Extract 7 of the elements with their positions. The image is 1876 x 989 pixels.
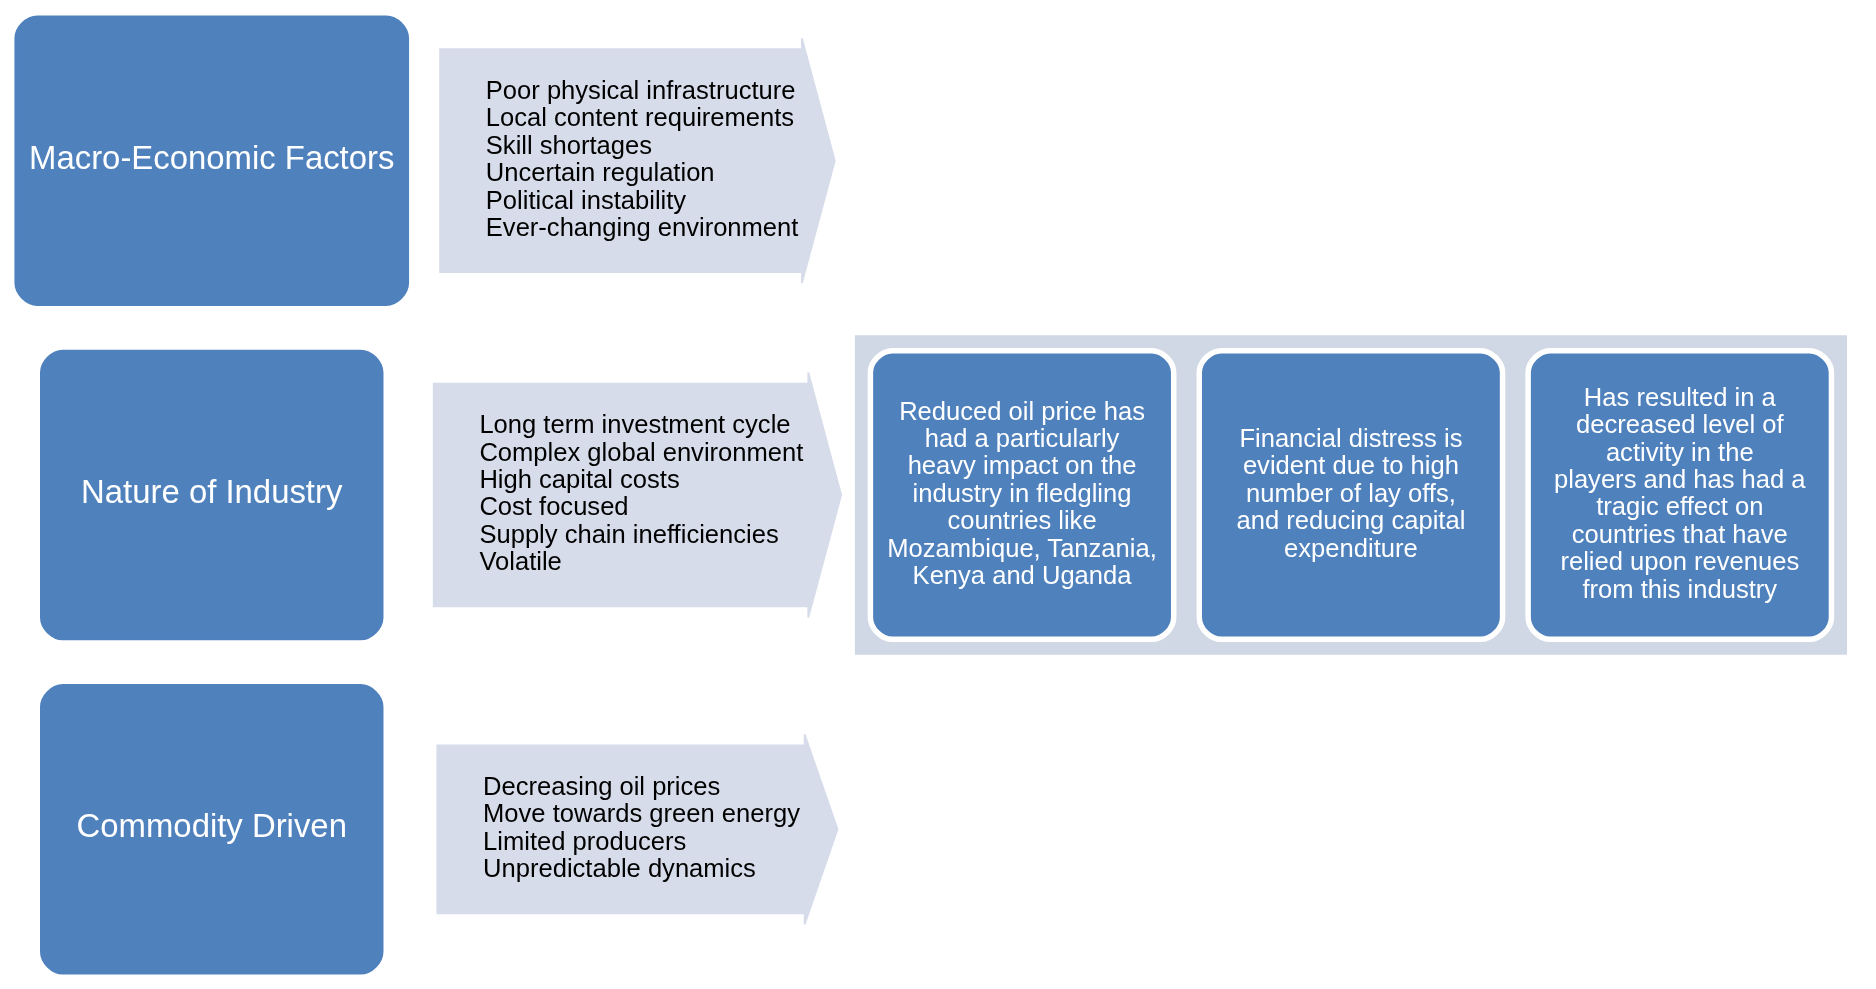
node-box: Commodity Driven <box>40 683 384 975</box>
node-box: Has resulted in a decreased level of activity in the players and has had a tragic effect on countries that have relied upon revenues from this industry <box>1525 347 1835 642</box>
node-box: Nature of Industry <box>40 349 384 640</box>
node-box: Reduced oil price has had a particularly heavy impact on the industry in fledgling countries like Mozambique, Tanzania, Kenya and Uganda <box>867 347 1177 642</box>
cluster <box>854 334 1847 655</box>
node-box: Financial distress is evident due to high number of lay offs, and reducing capital expenditure <box>1196 347 1506 642</box>
node-box: Macro-Economic Factors <box>14 14 410 306</box>
